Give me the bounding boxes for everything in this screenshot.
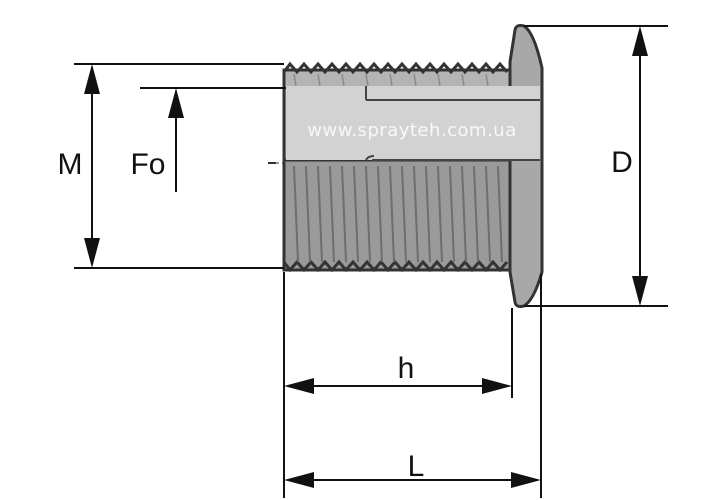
dimension-D: D: [611, 26, 648, 306]
dimension-h: h: [284, 352, 512, 394]
flange: [508, 24, 544, 308]
label-D: D: [611, 146, 633, 179]
label-L: L: [408, 450, 425, 483]
label-h: h: [398, 352, 415, 385]
fitting-body: [268, 24, 544, 308]
thread-lines: [293, 165, 503, 263]
thread-crests-top: [282, 61, 509, 75]
bore: [286, 86, 540, 160]
dimension-L: L: [284, 450, 541, 488]
thread-crests-bottom: [282, 259, 509, 273]
watermark-text: www.sprayteh.com.ua: [307, 120, 517, 141]
dimension-lines: [74, 25, 668, 498]
thread-lines-upper: [293, 73, 489, 87]
label-Fo: Fo: [130, 148, 165, 181]
label-M: M: [58, 148, 83, 181]
dimension-Fo: Fo: [130, 88, 184, 192]
dimension-M: M: [58, 64, 100, 268]
